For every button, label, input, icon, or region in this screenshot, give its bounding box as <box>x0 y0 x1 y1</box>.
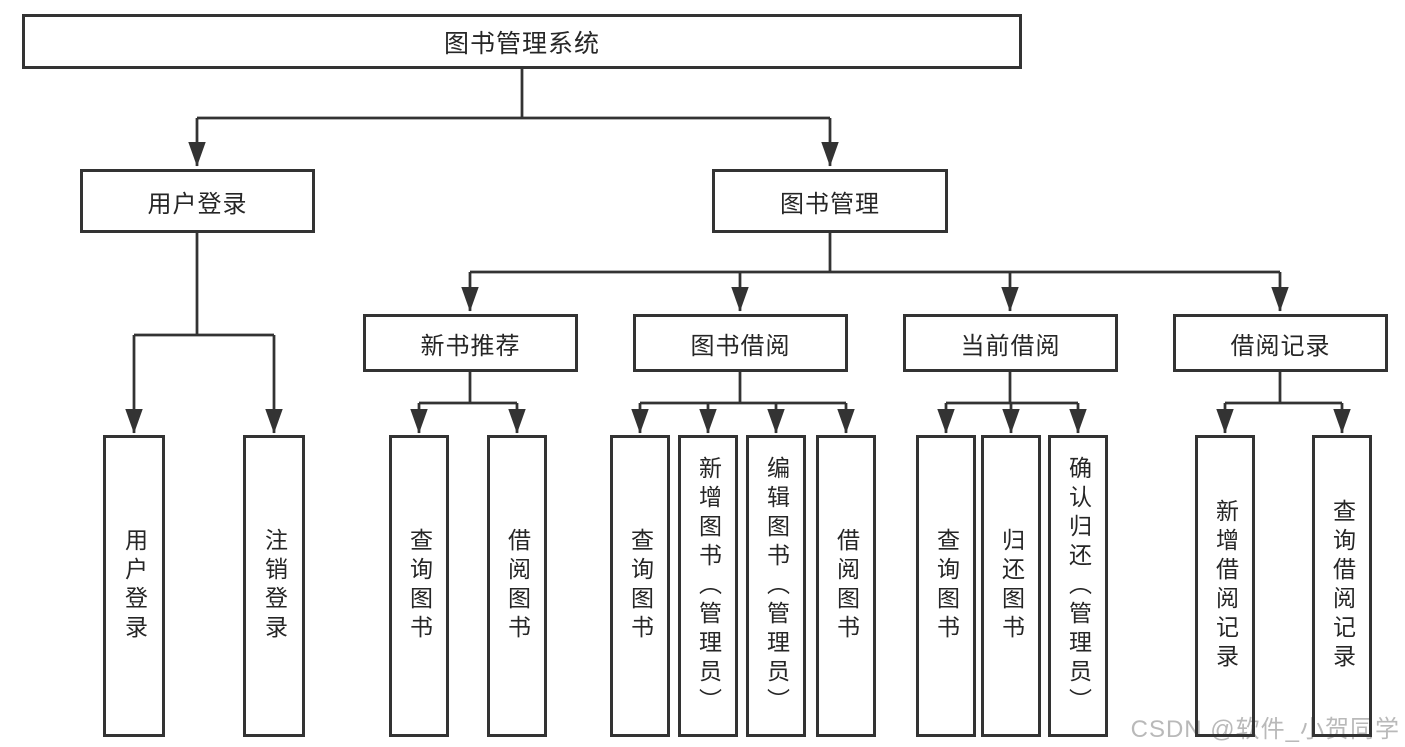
leaf-label: 查询图书 <box>933 528 960 644</box>
node-book-management: 图书管理 <box>712 169 948 233</box>
leaf-query-books: 查询图书 <box>610 435 670 737</box>
leaf-logout: 注销登录 <box>243 435 305 737</box>
leaf-borrow-books: 借阅图书 <box>487 435 547 737</box>
leaf-label: 查询图书 <box>406 528 433 644</box>
leaf-label: 借阅图书 <box>504 528 531 644</box>
leaf-label: 编辑图书（管理员） <box>763 455 790 717</box>
leaf-label: 新增图书（管理员） <box>695 455 722 717</box>
leaf-confirm-return-admin: 确认归还（管理员） <box>1048 435 1108 737</box>
leaf-query-books: 查询图书 <box>389 435 449 737</box>
leaf-label: 查询借阅记录 <box>1329 499 1356 673</box>
leaf-query-borrow-record: 查询借阅记录 <box>1312 435 1372 737</box>
leaf-label: 确认归还（管理员） <box>1065 455 1092 717</box>
leaf-edit-book-admin: 编辑图书（管理员） <box>746 435 806 737</box>
leaf-add-book-admin: 新增图书（管理员） <box>678 435 738 737</box>
leaf-label: 用户登录 <box>121 528 148 644</box>
leaf-label: 注销登录 <box>261 528 288 644</box>
node-new-book-recommend: 新书推荐 <box>363 314 578 372</box>
leaf-label: 借阅图书 <box>833 528 860 644</box>
node-borrow-records: 借阅记录 <box>1173 314 1388 372</box>
node-user-login: 用户登录 <box>80 169 315 233</box>
node-current-borrow: 当前借阅 <box>903 314 1118 372</box>
leaf-user-login: 用户登录 <box>103 435 165 737</box>
node-library-management-system: 图书管理系统 <box>22 14 1022 69</box>
leaf-add-borrow-record: 新增借阅记录 <box>1195 435 1255 737</box>
leaf-label: 归还图书 <box>998 528 1025 644</box>
node-book-borrow: 图书借阅 <box>633 314 848 372</box>
leaf-return-books: 归还图书 <box>981 435 1041 737</box>
leaf-label: 新增借阅记录 <box>1212 499 1239 673</box>
csdn-watermark: CSDN @软件_小贺同学 <box>1130 716 1400 743</box>
leaf-query-books: 查询图书 <box>916 435 976 737</box>
leaf-label: 查询图书 <box>627 528 654 644</box>
leaf-borrow-books: 借阅图书 <box>816 435 876 737</box>
